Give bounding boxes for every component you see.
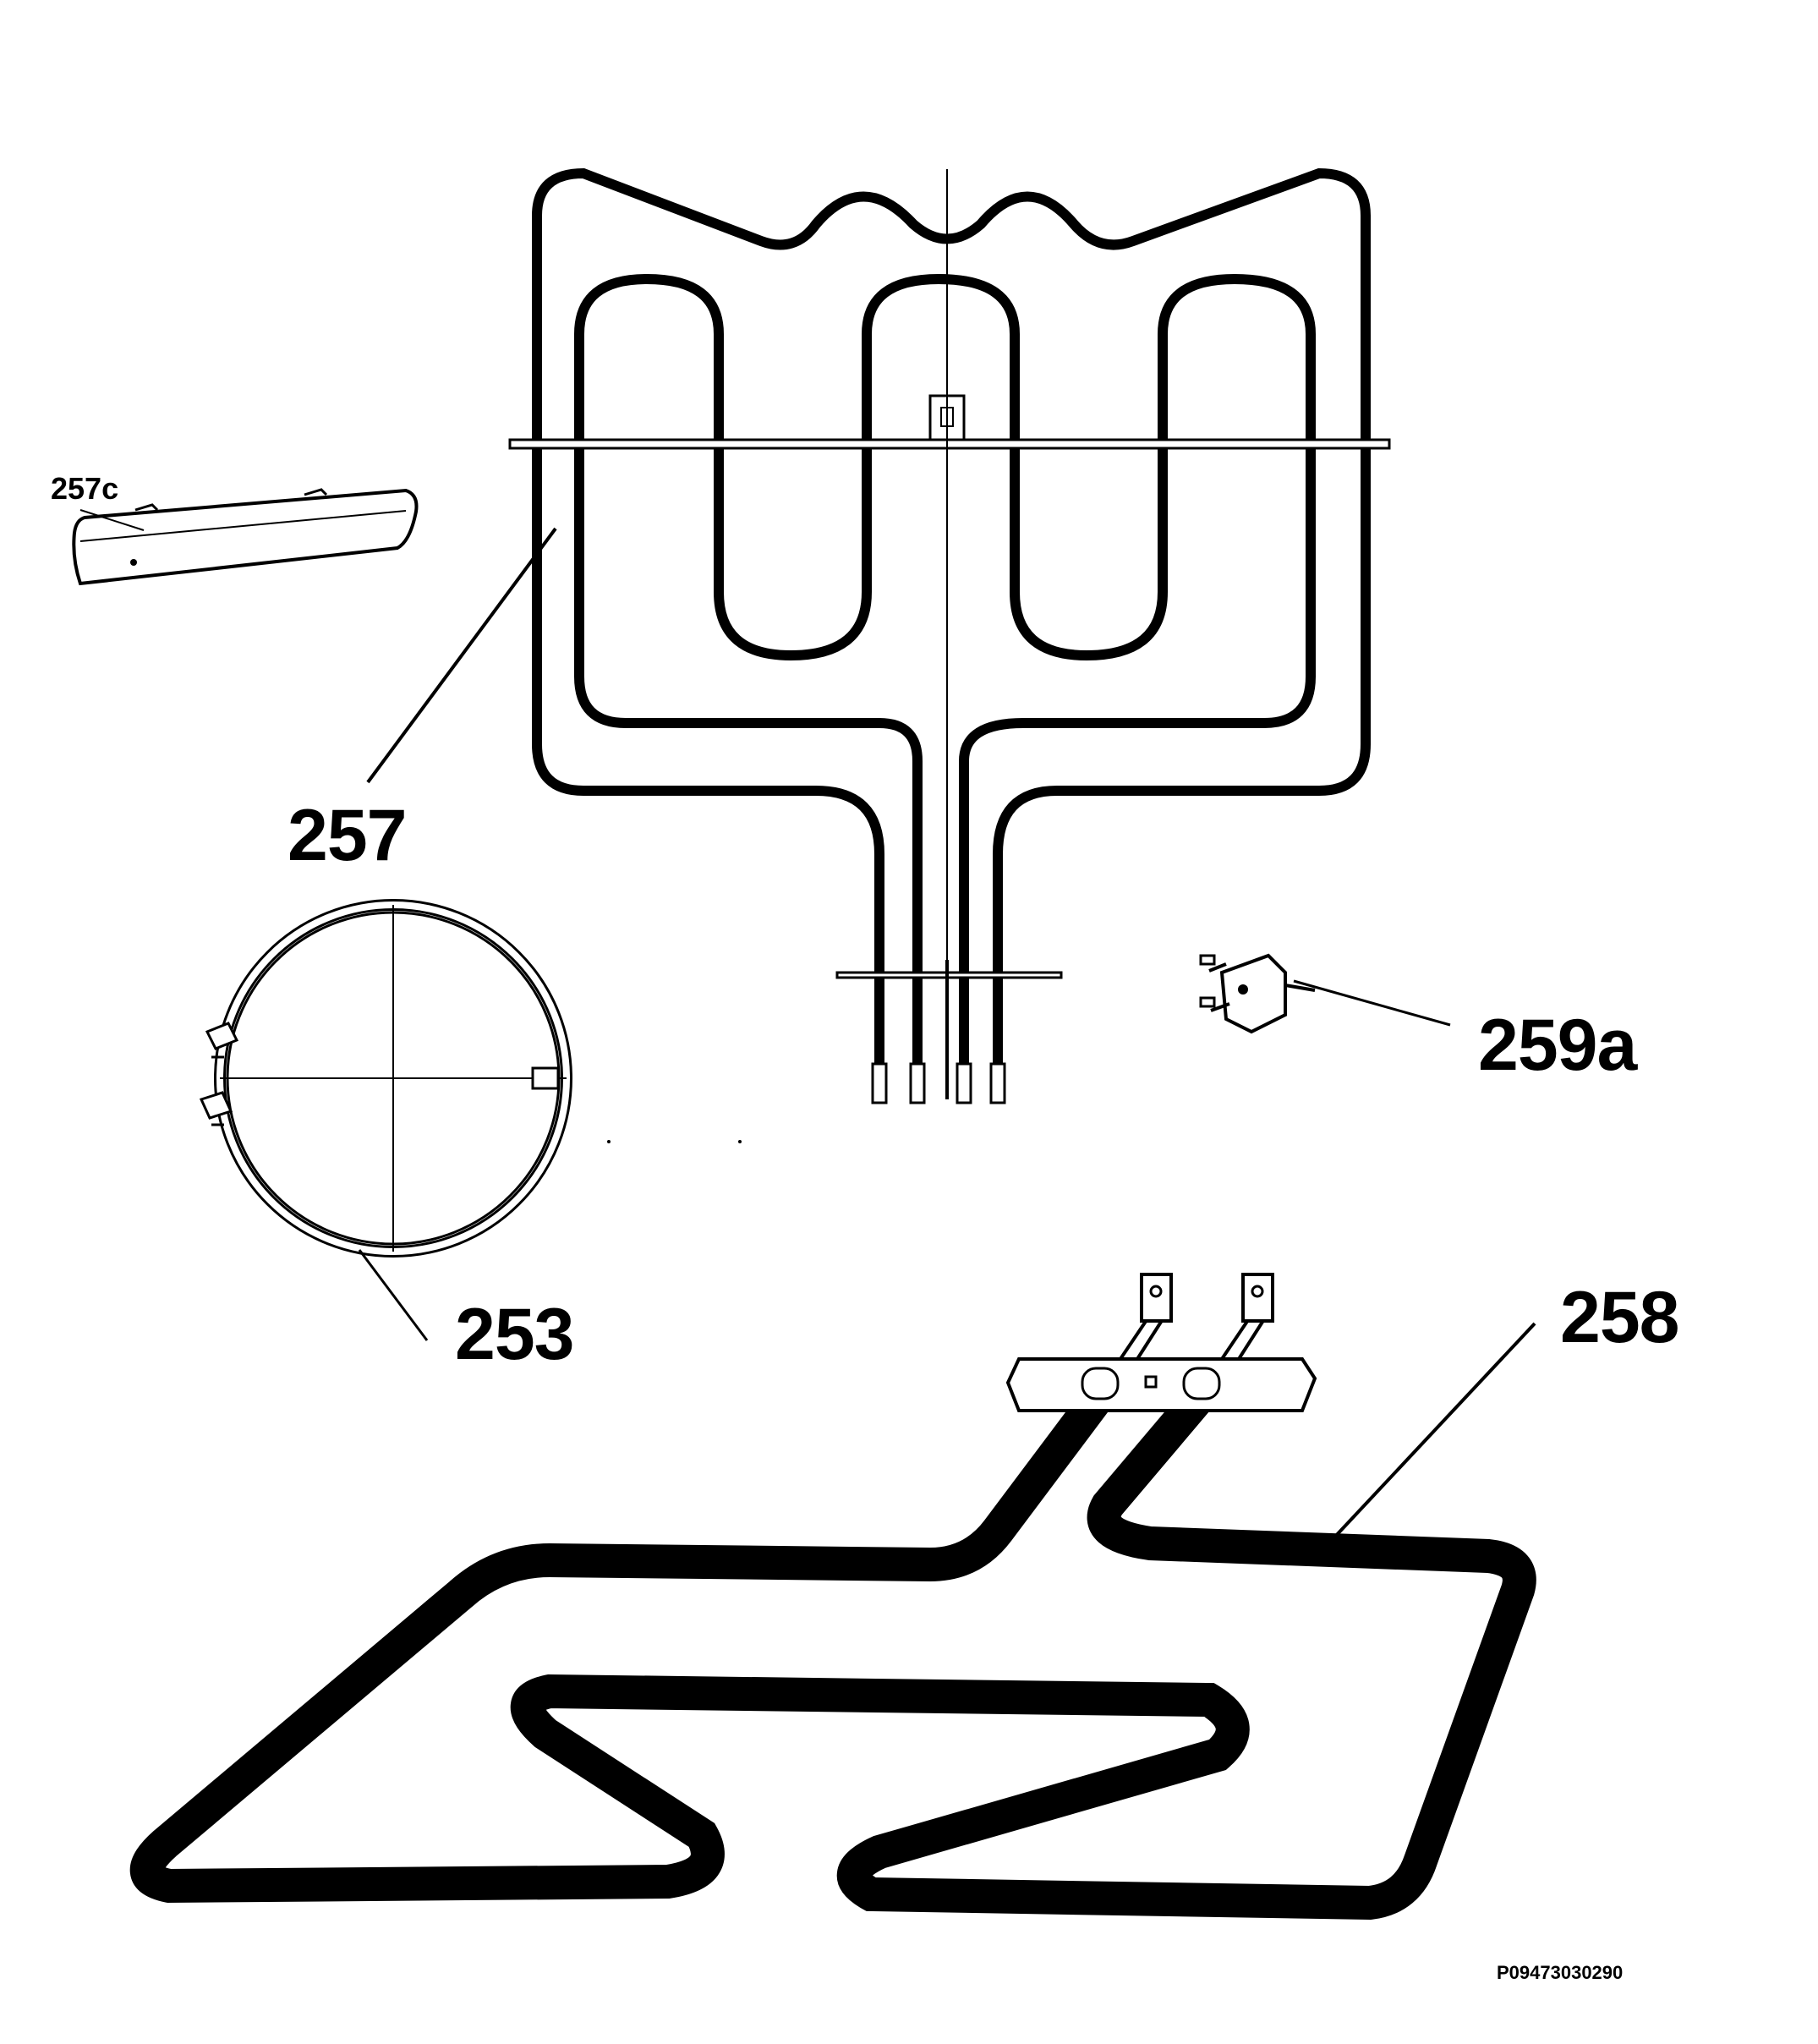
part-label-253: 253 — [455, 1294, 574, 1375]
leader-line-257 — [366, 527, 557, 784]
dot-mark — [607, 1140, 611, 1143]
leader-line-253 — [358, 1249, 429, 1341]
part-label-257: 257 — [287, 795, 407, 876]
grill-element-257 — [508, 167, 1391, 1104]
ring-element-253 — [199, 899, 572, 1258]
dot-mark — [738, 1140, 742, 1143]
leader-line-259a — [1293, 979, 1451, 1027]
cover-strip-257c — [72, 488, 419, 586]
drawing-code: P09473030290 — [1497, 1962, 1624, 1983]
part-label-257c: 257c — [51, 471, 119, 506]
part-label-258: 258 — [1560, 1277, 1679, 1358]
leader-line-258 — [1307, 1322, 1536, 1566]
part-label-259a: 259a — [1478, 1005, 1637, 1086]
connector-259a — [1199, 953, 1316, 1034]
bottom-element-258 — [129, 1273, 1536, 1921]
